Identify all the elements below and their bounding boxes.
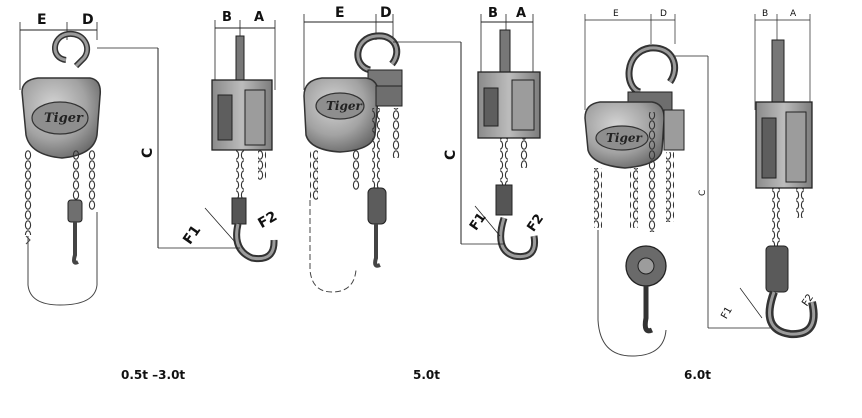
model-1-front-view: E D Tiger [19,12,102,306]
model-1-side-view: B A C F1 F2 [97,10,280,263]
dim-a-label: A [516,6,526,21]
dim-e-label: E [613,9,619,19]
dim-e-label: E [335,5,345,21]
model-2-capacity-caption: 5.0t [413,368,440,382]
model-2-side-view: B A C F1 F2 [393,6,548,261]
brand-logo: Tiger [326,99,364,113]
dim-c-label: C [443,150,459,160]
model-2-front-view: E D Tiger [303,5,403,293]
dim-a-label: A [254,10,264,25]
model-3-side-view: B A C F1 F2 [698,9,818,339]
model-3-front-view: E D Tiger [584,9,708,357]
dim-d-label: D [82,12,94,28]
model-3-capacity-caption: 6.0t [684,368,711,382]
dim-f2-label: F2 [255,208,280,232]
model-1-capacity-caption: 0.5t –3.0t [121,368,186,382]
dim-b-label: B [222,10,232,25]
dim-c-label: C [140,148,156,158]
brand-logo: Tiger [44,111,84,126]
dim-d-label: D [660,9,667,19]
brand-logo: Tiger [606,131,644,145]
dim-c-label: C [698,190,708,196]
dim-f1-label: F1 [719,305,735,321]
dim-f1-label: F1 [467,210,490,233]
hand-chain [24,150,32,235]
dim-b-label: B [488,6,498,21]
dim-d-label: D [380,5,392,21]
load-chain [72,150,80,205]
dim-f2-label: F2 [525,211,548,234]
dim-b-label: B [762,9,768,19]
dim-a-label: A [790,9,797,19]
dim-e-label: E [37,12,47,28]
dim-f1-label: F1 [180,223,204,248]
